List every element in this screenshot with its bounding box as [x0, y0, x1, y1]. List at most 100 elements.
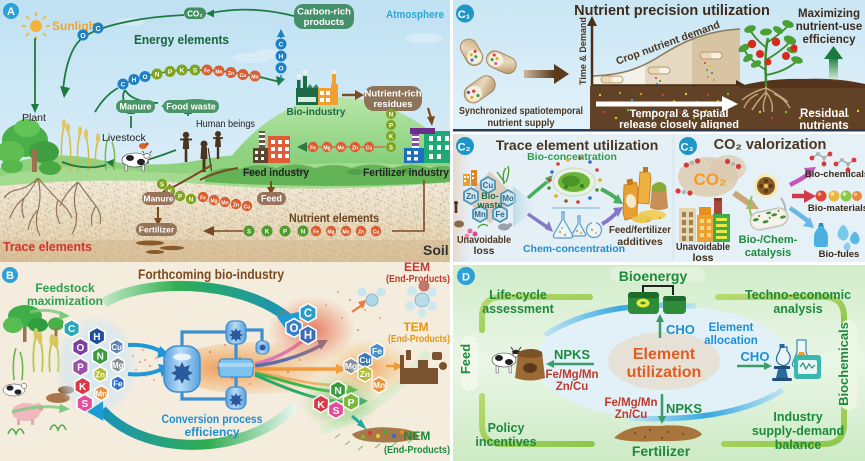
svg-text:CO₂: CO₂ — [693, 170, 726, 189]
svg-text:loss: loss — [692, 252, 713, 264]
svg-text:Bioenergy: Bioenergy — [619, 268, 688, 284]
svg-text:B: B — [6, 270, 14, 282]
svg-text:Time & Demand: Time & Demand — [578, 17, 588, 85]
svg-text:(End-Products): (End-Products) — [384, 444, 450, 456]
svg-text:Zn: Zn — [233, 203, 239, 209]
svg-text:Fe: Fe — [200, 196, 206, 202]
svg-text:Nutrient elements: Nutrient elements — [289, 211, 379, 225]
svg-text:analysis: analysis — [773, 302, 822, 316]
svg-text:S: S — [247, 230, 251, 236]
svg-text:Fe: Fe — [372, 346, 382, 356]
svg-text:O: O — [77, 343, 85, 354]
svg-text:C: C — [304, 308, 312, 320]
svg-text:nutrient supply: nutrient supply — [488, 118, 555, 129]
svg-text:Fertilizer: Fertilizer — [139, 225, 175, 235]
svg-text:N: N — [97, 352, 104, 363]
svg-text:C: C — [68, 324, 75, 335]
svg-text:Fe: Fe — [113, 380, 123, 389]
svg-text:Mo: Mo — [251, 75, 258, 81]
svg-text:S: S — [332, 405, 339, 417]
svg-text:utilization: utilization — [627, 364, 702, 381]
svg-text:Fe: Fe — [313, 230, 319, 236]
svg-text:balance: balance — [775, 438, 822, 452]
svg-text:Bio-concentration: Bio-concentration — [527, 151, 617, 163]
svg-text:Unavoidable: Unavoidable — [676, 242, 730, 253]
svg-text:Zn: Zn — [95, 371, 105, 380]
svg-text:Fe/Mg/Mn: Fe/Mg/Mn — [604, 397, 657, 409]
svg-text:Zn/Cu: Zn/Cu — [615, 409, 648, 421]
svg-text:K: K — [389, 135, 394, 141]
svg-text:Biochemicals: Biochemicals — [836, 322, 851, 406]
svg-text:D: D — [462, 272, 470, 284]
svg-text:C₂: C₂ — [458, 142, 471, 154]
svg-text:CO₂ valorization: CO₂ valorization — [714, 137, 827, 153]
svg-text:NPKS: NPKS — [666, 401, 702, 416]
svg-text:maximization: maximization — [27, 294, 103, 308]
svg-text:Atmosphere: Atmosphere — [386, 9, 444, 21]
svg-text:Manure: Manure — [119, 102, 151, 112]
svg-text:Zn: Zn — [228, 71, 234, 77]
svg-text:Carbon-rich: Carbon-rich — [297, 7, 351, 18]
svg-text:Bio-industry: Bio-industry — [287, 107, 346, 118]
svg-text:Bio-fules: Bio-fules — [819, 249, 860, 260]
svg-text:Forthcoming bio-industry: Forthcoming bio-industry — [138, 267, 284, 282]
svg-text:Nutrient-rich: Nutrient-rich — [365, 89, 422, 100]
svg-text:Soil: Soil — [423, 242, 449, 258]
svg-text:Plant: Plant — [22, 112, 46, 124]
svg-text:Bio-/Chem-: Bio-/Chem- — [739, 234, 798, 246]
svg-text:(End-Products): (End-Products) — [388, 333, 450, 345]
svg-text:S: S — [193, 68, 198, 75]
svg-text:Mg: Mg — [345, 361, 357, 371]
svg-text:N: N — [301, 230, 305, 236]
svg-text:assessment: assessment — [482, 302, 554, 316]
svg-text:Feed industry: Feed industry — [243, 167, 310, 179]
svg-text:Zn: Zn — [360, 369, 370, 379]
svg-text:Life-cycle: Life-cycle — [489, 288, 547, 302]
svg-text:Cu: Cu — [483, 181, 494, 190]
svg-text:Fe: Fe — [310, 146, 316, 152]
svg-text:NPKS: NPKS — [554, 347, 590, 362]
svg-text:Cu: Cu — [373, 230, 380, 236]
svg-text:P: P — [168, 69, 173, 76]
svg-text:Mn: Mn — [96, 389, 108, 398]
svg-text:CO₂: CO₂ — [187, 10, 203, 19]
svg-text:H: H — [93, 332, 100, 343]
svg-text:P: P — [347, 397, 354, 409]
svg-text:residues: residues — [373, 99, 412, 110]
svg-text:Mg: Mg — [210, 199, 217, 205]
svg-text:H: H — [304, 330, 312, 342]
svg-text:Feed/fertilizer: Feed/fertilizer — [609, 225, 671, 236]
svg-text:(End-Products): (End-Products) — [386, 273, 450, 285]
svg-text:Mn: Mn — [373, 380, 385, 390]
svg-text:nutrient-use: nutrient-use — [796, 21, 862, 33]
svg-text:Element: Element — [633, 346, 696, 363]
svg-text:H: H — [279, 54, 284, 61]
svg-text:Manure: Manure — [143, 194, 174, 204]
svg-text:release closely aligned: release closely aligned — [619, 119, 739, 131]
svg-text:Industry: Industry — [773, 410, 822, 424]
svg-text:C: C — [279, 42, 284, 49]
svg-text:P: P — [77, 363, 84, 374]
svg-text:Bio-materials: Bio-materials — [808, 203, 865, 214]
svg-text:Feedstock: Feedstock — [35, 281, 95, 295]
svg-text:Zn: Zn — [358, 230, 364, 236]
svg-text:efficiency: efficiency — [185, 425, 240, 439]
svg-text:Bio-: Bio- — [481, 191, 499, 201]
svg-text:S: S — [389, 146, 393, 152]
svg-text:Cu: Cu — [240, 73, 247, 79]
svg-text:S: S — [160, 183, 164, 189]
svg-text:supply-demand: supply-demand — [752, 424, 844, 438]
svg-text:K: K — [79, 382, 87, 393]
svg-text:Cu: Cu — [244, 205, 251, 211]
svg-text:Cu: Cu — [111, 343, 122, 352]
svg-text:O: O — [80, 33, 86, 40]
svg-text:Zn/Cu: Zn/Cu — [556, 381, 589, 393]
svg-text:P: P — [283, 230, 287, 236]
svg-text:O: O — [290, 323, 299, 335]
svg-text:Human beings: Human beings — [196, 118, 255, 130]
svg-text:Food waste: Food waste — [166, 102, 216, 112]
svg-text:C: C — [121, 82, 126, 89]
svg-text:P: P — [178, 195, 182, 201]
svg-text:Mg: Mg — [112, 361, 124, 370]
svg-text:N: N — [155, 72, 160, 79]
